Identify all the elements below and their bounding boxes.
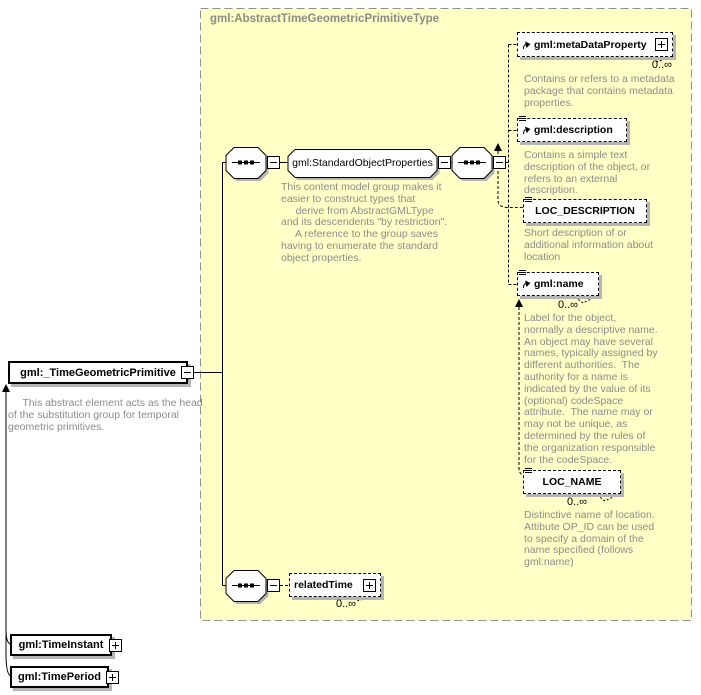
group-box-shape[interactable] <box>287 149 440 181</box>
expand-toggle[interactable] <box>109 639 122 652</box>
cardinality-label: 0..∞ <box>651 59 672 71</box>
expand-toggle[interactable] <box>106 671 119 684</box>
substitution-lines-icon <box>525 468 532 473</box>
sequence-icon[interactable] <box>451 147 495 182</box>
collapse-toggle[interactable] <box>267 156 280 169</box>
group-standardobjectproperties[interactable]: gml:StandardObjectProperties <box>288 150 437 176</box>
sequence-icon[interactable] <box>225 147 269 182</box>
element-name[interactable]: gml:name <box>517 270 599 296</box>
complextype-container <box>200 8 692 621</box>
substitution-lines-icon <box>525 197 532 202</box>
annotation-description: Contains a simple text description of th… <box>524 149 651 197</box>
element-loc-name[interactable]: LOC_NAME <box>523 468 621 494</box>
element-relatedtime[interactable]: relatedTime <box>289 573 381 597</box>
element-label: LOC_NAME <box>542 476 602 488</box>
element-root-timegeometricprimitive[interactable]: gml:_TimeGeometricPrimitive <box>8 361 188 384</box>
element-label: gml:name <box>534 278 584 290</box>
collapse-toggle[interactable] <box>493 156 506 169</box>
expand-toggle[interactable] <box>655 38 668 51</box>
cardinality-label: 0..∞ <box>557 299 579 311</box>
element-ref-icon <box>523 280 531 289</box>
sequence-icon[interactable] <box>225 570 269 605</box>
element-label: LOC_DESCRIPTION <box>535 205 635 217</box>
cardinality-label: 0..∞ <box>566 496 588 508</box>
dashed-connectors <box>280 44 517 586</box>
element-label: gml:metaDataProperty <box>534 38 647 51</box>
annotation-root: This abstract element acts as the head o… <box>8 397 203 433</box>
element-metadataproperty[interactable]: gml:metaDataProperty <box>517 32 673 57</box>
group-label: gml:StandardObjectProperties <box>292 157 433 169</box>
element-loc-description[interactable]: LOC_DESCRIPTION <box>523 197 647 223</box>
annotation-metadataproperty: Contains or refers to a metadata package… <box>524 73 675 109</box>
substitution-lines-icon <box>519 270 526 275</box>
annotation-loc-name: Distinctive name of location. Attibute O… <box>524 509 655 569</box>
element-label: relatedTime <box>294 579 353 591</box>
element-description[interactable]: gml:description <box>517 116 627 142</box>
annotation-group: This content model group makes it easier… <box>281 181 448 264</box>
collapse-toggle[interactable] <box>267 579 280 592</box>
annotation-name: Label for the object, normally a descrip… <box>524 312 658 466</box>
element-timeinstant[interactable]: gml:TimeInstant <box>10 634 112 656</box>
collapse-toggle[interactable] <box>181 366 194 379</box>
element-label: gml:description <box>534 124 613 136</box>
element-ref-icon <box>523 41 531 49</box>
collapse-toggle[interactable] <box>438 156 451 169</box>
element-ref-icon <box>523 126 531 135</box>
element-label: gml:TimePeriod <box>18 671 101 683</box>
repeat-claw-icons <box>350 55 667 602</box>
cardinality-label: 0..∞ <box>335 598 357 610</box>
element-timeperiod[interactable]: gml:TimePeriod <box>10 666 109 688</box>
element-label: gml:_TimeGeometricPrimitive <box>20 366 176 379</box>
substitution-arrow-name <box>515 299 530 477</box>
annotation-loc-description: Short description of or additional infor… <box>524 227 654 263</box>
substitution-lines-icon <box>519 116 526 121</box>
element-label: gml:TimeInstant <box>18 639 104 651</box>
complextype-title: gml:AbstractTimeGeometricPrimitiveType <box>210 13 440 25</box>
expand-toggle[interactable] <box>363 578 376 592</box>
substitution-arrow-description <box>494 143 525 208</box>
